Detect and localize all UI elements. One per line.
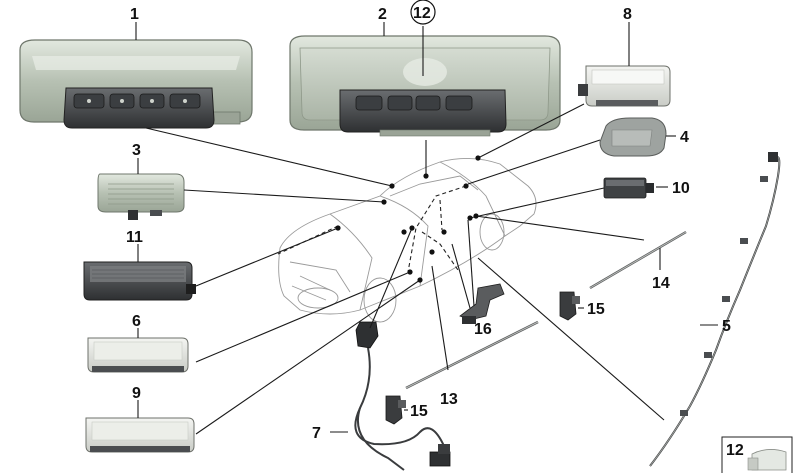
part-7-harness-connectors: [354, 321, 451, 471]
part-14-light-guide: [589, 230, 687, 290]
part-15-led-socket-upper: [559, 291, 580, 321]
callout-4: 4: [680, 129, 689, 146]
callout-15-lower: 15: [410, 403, 428, 420]
callout-16: 16: [474, 321, 492, 338]
callout-labels: 1 2 12 8 3 4 10 11 14 15 16 6 5 13 9 15 …: [126, 0, 744, 459]
part-3-interior-lamp: [97, 173, 185, 220]
part-9-luggage-lamp: [85, 417, 195, 453]
part-11-footwell-lamp: [83, 261, 196, 301]
vehicle-dashed-routes: [277, 185, 467, 273]
callout-2: 2: [378, 6, 387, 23]
callout-12-inset: 12: [726, 442, 744, 459]
callout-12-ring: [410, 0, 436, 25]
part-6-door-lamp: [87, 337, 189, 373]
part-4-emblem-light: [599, 117, 667, 157]
callout-1: 1: [130, 6, 139, 23]
callout-12-circled: 12: [413, 5, 431, 22]
callout-5: 5: [722, 318, 731, 335]
part-5-wiring-harness: [649, 152, 781, 467]
callout-8: 8: [623, 6, 632, 23]
callout-13: 13: [440, 391, 458, 408]
part-13-light-guide-lower: [405, 320, 539, 390]
callout-14: 14: [652, 275, 670, 292]
callout-3: 3: [132, 142, 141, 159]
callout-11: 11: [126, 229, 143, 246]
callout-9: 9: [132, 385, 141, 402]
callout-6: 6: [132, 313, 141, 330]
part-12-bulb-inset: [721, 436, 793, 473]
callout-10: 10: [672, 180, 690, 197]
part-10-control-unit: [603, 177, 654, 199]
part-8-reading-lamp: [578, 65, 671, 107]
part-15-led-socket-lower: [385, 395, 406, 425]
callout-15-upper: 15: [587, 301, 605, 318]
part-2-roof-function-center: [289, 35, 561, 137]
location-dots: [335, 155, 481, 283]
vehicle-outline: [278, 158, 537, 323]
callout-7: 7: [312, 425, 321, 442]
part-1-front-interior-light: [19, 39, 253, 129]
leader-lines: [135, 22, 718, 435]
part-16-bracket: [459, 283, 505, 324]
